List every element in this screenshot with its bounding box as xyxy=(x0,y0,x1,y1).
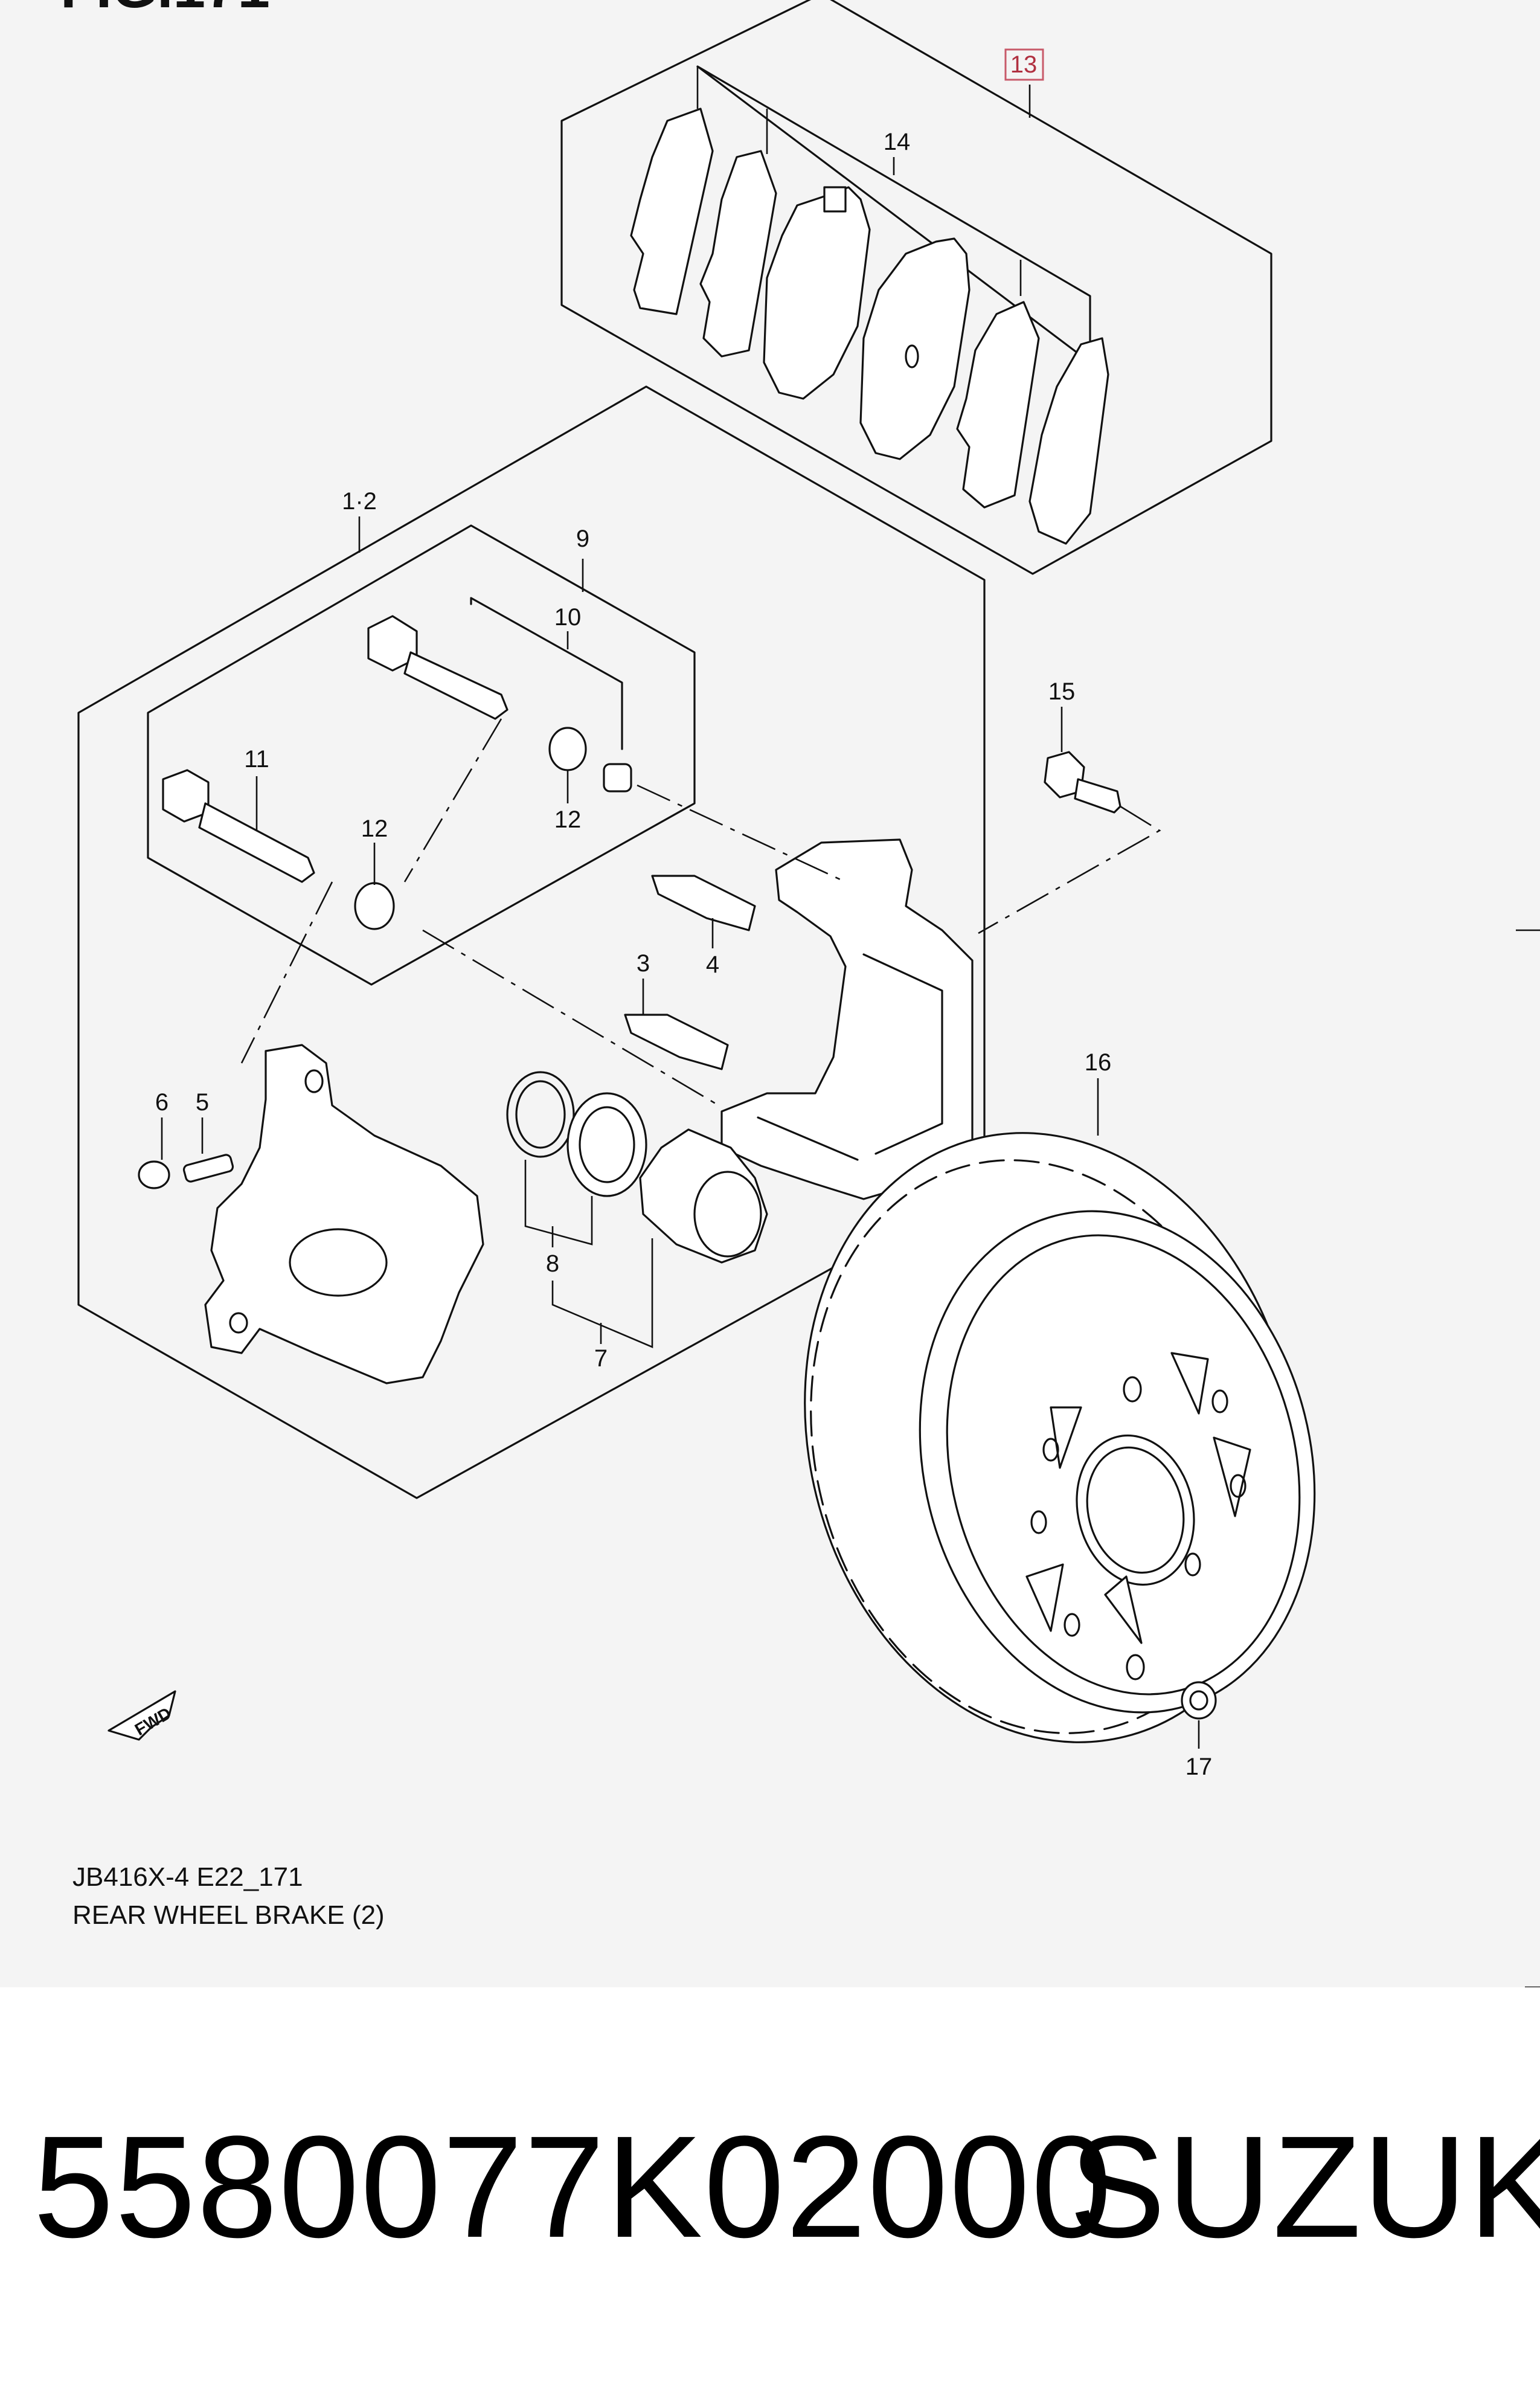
pin-boot-upper xyxy=(548,727,587,771)
disc-set-screw xyxy=(1181,1681,1217,1720)
callout-17: 17 xyxy=(1185,1754,1213,1780)
guide-pin-lower-head xyxy=(162,769,210,823)
pad-wear-indicator xyxy=(823,186,847,213)
pin-boot-lower xyxy=(354,882,395,930)
callout-6: 6 xyxy=(155,1089,168,1116)
brake-pad-outer xyxy=(859,237,971,460)
pad-clip-upper xyxy=(651,875,756,931)
figure-code: JB416X-4 E22_171 xyxy=(72,1862,303,1892)
pad-kit-inner-outline xyxy=(696,65,1091,364)
callout-4: 4 xyxy=(706,951,719,978)
figure-title: FIG.171 xyxy=(60,0,270,20)
callout-9: 9 xyxy=(576,526,589,552)
pad-shim-1 xyxy=(630,108,714,315)
callout-12-lower: 12 xyxy=(361,815,388,842)
lug-hole-4 xyxy=(1025,1563,1064,1632)
caliper-body xyxy=(204,1044,484,1384)
lug-hole-1 xyxy=(1170,1352,1209,1415)
fwd-arrow-shape xyxy=(107,1690,176,1741)
callout-7: 7 xyxy=(594,1345,608,1372)
piston-seal xyxy=(506,1071,575,1158)
callout-15: 15 xyxy=(1048,678,1076,705)
brake-disc-center-bore xyxy=(1076,1434,1195,1586)
brand-name: SUZUKI xyxy=(1069,2106,1540,2268)
pad-kit-outline xyxy=(560,0,1272,575)
callout-16: 16 xyxy=(1085,1049,1112,1076)
disc-screw-group: 17 xyxy=(1181,1681,1217,1780)
figure-caption: REAR WHEEL BRAKE (2) xyxy=(72,1900,385,1930)
callout-8: 8 xyxy=(546,1250,559,1277)
bleeder-cap xyxy=(138,1160,170,1189)
brake-disc-group: 16 xyxy=(804,1049,1316,1743)
callout-1-2: 1·2 xyxy=(342,488,377,515)
caliper-assembly-group: 1·2 9 10 11 12 12 4 3 xyxy=(77,385,986,1499)
callout-14: 14 xyxy=(884,129,911,155)
caliper-piston-bore xyxy=(289,1228,388,1297)
boot-kit-outline xyxy=(470,597,623,750)
pad-shim-3 xyxy=(956,301,1040,509)
callout-3: 3 xyxy=(637,950,650,977)
carrier-bolt-shaft xyxy=(1074,778,1121,814)
caliper-carrier xyxy=(720,838,974,1200)
guide-pin-lower-shaft xyxy=(198,802,315,883)
callout-11: 11 xyxy=(244,746,269,773)
part-number: 5580077K02000 xyxy=(33,2106,1113,2268)
exploded-parts-diagram: FIG.171 13 14 1·2 9 10 xyxy=(60,0,1540,1987)
callout-13-highlight-box xyxy=(1004,48,1044,81)
pin-bushing xyxy=(603,763,632,793)
pad-kit-group: 13 14 xyxy=(560,0,1272,575)
lug-hole-3 xyxy=(1104,1575,1143,1644)
carrier-bolt-group: 15 xyxy=(978,678,1161,934)
pad-shim-4 xyxy=(1028,337,1109,545)
part-footer xyxy=(0,1987,1540,2392)
guide-pin-kit-outline xyxy=(147,524,696,986)
callout-5: 5 xyxy=(196,1089,209,1116)
caliper-piston xyxy=(639,1128,768,1264)
fwd-arrow: FWD xyxy=(107,1690,176,1741)
guide-pin-upper-shaft xyxy=(403,651,509,720)
callout-12-upper: 12 xyxy=(554,806,582,833)
pad-clip-lower xyxy=(624,1014,729,1070)
lug-hole-2 xyxy=(1213,1436,1251,1517)
callout-10: 10 xyxy=(554,604,582,631)
callout-13: 13 xyxy=(1010,51,1038,78)
brake-pad-inner xyxy=(763,186,871,400)
bleeder-screw xyxy=(182,1154,234,1183)
pad-shim-2 xyxy=(699,150,777,358)
diagram-panel: FIG.171 13 14 1·2 9 10 xyxy=(0,0,1540,1987)
